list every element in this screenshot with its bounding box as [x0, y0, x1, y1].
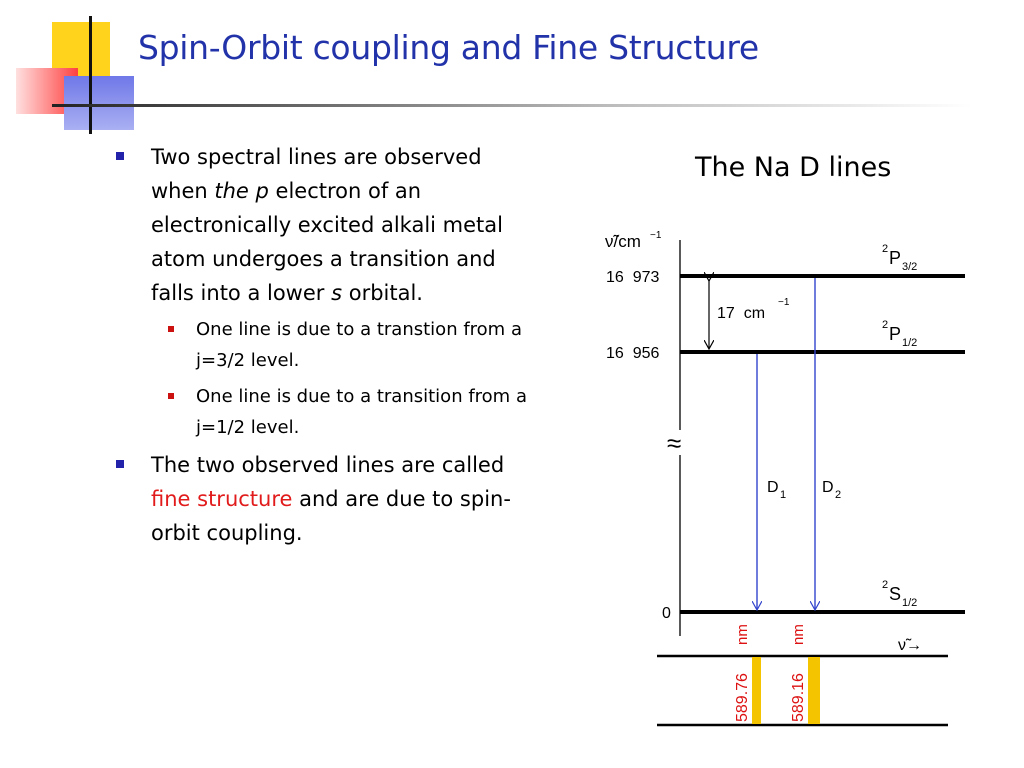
diagram-title: The Na D lines — [695, 152, 892, 183]
term-label-s12: 2 S 1/2 — [882, 579, 917, 609]
term-letter: P — [889, 324, 901, 344]
tick-label: 0 — [662, 605, 671, 622]
gap-label: 17 cm — [717, 305, 765, 322]
sub-bullet-text: One line is due to a transtion from a j=… — [196, 319, 522, 371]
axis-break-mark: ≈ — [667, 428, 681, 458]
highlight-text: fine structure — [151, 487, 293, 511]
term-letter: P — [889, 248, 901, 268]
bullet-text: The two observed lines are called — [151, 453, 505, 477]
bullet-text: electron of an electronically excited al… — [151, 179, 503, 305]
axis-label: ν̃/cm — [605, 232, 641, 251]
term-sub: 1/2 — [902, 597, 917, 609]
line-sub: 1 — [780, 489, 786, 501]
tick-label: 16 973 — [606, 269, 659, 286]
tick-label: 16 956 — [606, 345, 659, 362]
sub-bullet-marker — [168, 393, 174, 399]
term-sup: 2 — [882, 243, 888, 255]
wavelength-value: 589.16 — [790, 673, 807, 722]
gap-label-exponent: −1 — [778, 297, 790, 308]
bullet-marker — [116, 152, 124, 160]
bullet-text: orbital. — [342, 281, 423, 305]
term-sup: 2 — [882, 319, 888, 331]
axis-label-exponent: −1 — [650, 230, 662, 241]
line-name: D — [822, 479, 834, 496]
bullet-list: Two spectral lines are observed when the… — [112, 140, 542, 554]
bullet-text-emph: the p — [214, 179, 269, 203]
corner-blue-square — [64, 76, 134, 130]
bullet-text: and are due to spin-orbit coupling. — [151, 487, 511, 545]
title-underline — [52, 104, 972, 107]
term-sub: 3/2 — [902, 261, 917, 273]
sub-bullet-item: One line is due to a transtion from a j=… — [112, 314, 542, 376]
wavelength-value: 589.76 — [734, 673, 751, 722]
corner-vertical-line — [89, 16, 92, 134]
sub-bullet-item: One line is due to a transition from a j… — [112, 381, 542, 443]
term-label-p12: 2 P 1/2 — [882, 319, 917, 349]
transition-d2-label: D 2 — [822, 479, 841, 501]
bullet-item: The two observed lines are called fine s… — [112, 448, 542, 550]
slide-title: Spin-Orbit coupling and Fine Structure — [138, 28, 759, 67]
wavelength-unit: nm — [790, 624, 807, 645]
line-sub: 2 — [835, 489, 841, 501]
wavenumber-arrow-label: ν̃→ — [898, 637, 922, 654]
bullet-text-emph: s — [331, 281, 343, 305]
wavelength-unit: nm — [734, 624, 751, 645]
line-name: D — [767, 479, 779, 496]
term-sub: 1/2 — [902, 337, 917, 349]
bullet-text: Two spectral lines are observed when — [151, 145, 482, 203]
transition-d1-label: D 1 — [767, 479, 786, 501]
term-label-p32: 2 P 3/2 — [882, 243, 917, 273]
spectral-line-d1 — [752, 657, 761, 724]
sub-bullet-text: One line is due to a transition from a j… — [196, 386, 527, 438]
spectral-line-d2 — [808, 657, 820, 724]
bullet-marker — [116, 460, 124, 468]
term-letter: S — [889, 584, 901, 604]
sub-bullet-marker — [168, 326, 174, 332]
term-sup: 2 — [882, 579, 888, 591]
bullet-item: Two spectral lines are observed when the… — [112, 140, 542, 310]
